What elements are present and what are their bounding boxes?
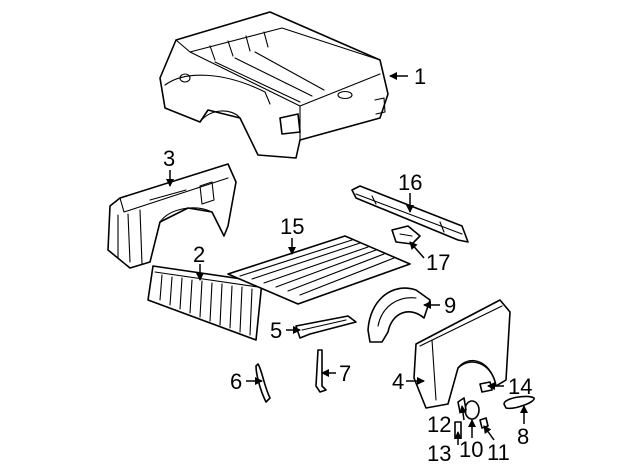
step-bracket[interactable] [295,315,357,339]
callout-7: 7 [339,361,351,386]
leader-17 [409,241,425,259]
front-panel-bracket[interactable] [391,225,421,245]
callout-6: 6 [230,369,242,394]
step-pad[interactable] [503,395,535,410]
callout-9: 9 [444,293,456,318]
front-panel[interactable] [351,185,469,243]
callout-11: 11 [487,440,510,465]
callout-8: 8 [517,424,529,449]
tailgate-strap[interactable] [255,363,271,403]
callout-10: 10 [459,437,483,462]
callout-2: 2 [193,242,205,267]
tailgate[interactable] [147,265,263,341]
leader-12 [459,405,467,421]
callout-3: 3 [163,146,175,171]
callout-17: 17 [426,250,450,275]
bed-floor[interactable] [227,235,411,305]
bolt[interactable] [479,381,493,393]
callout-1: 1 [414,64,426,89]
callout-4: 4 [392,369,404,394]
left-side-panel[interactable] [107,163,237,269]
support-rod[interactable] [315,349,327,393]
right-side-panel[interactable] [413,299,511,409]
leader-11 [483,425,495,441]
callout-12: 12 [427,412,451,437]
pickup-box-assembly[interactable] [159,11,389,159]
callout-15: 15 [280,214,304,239]
wheelhouse[interactable] [367,287,431,343]
callout-5: 5 [270,318,282,343]
callout-13: 13 [427,441,451,466]
callout-16: 16 [398,170,422,195]
fuel-door[interactable] [464,400,480,420]
callout-14: 14 [508,374,532,399]
